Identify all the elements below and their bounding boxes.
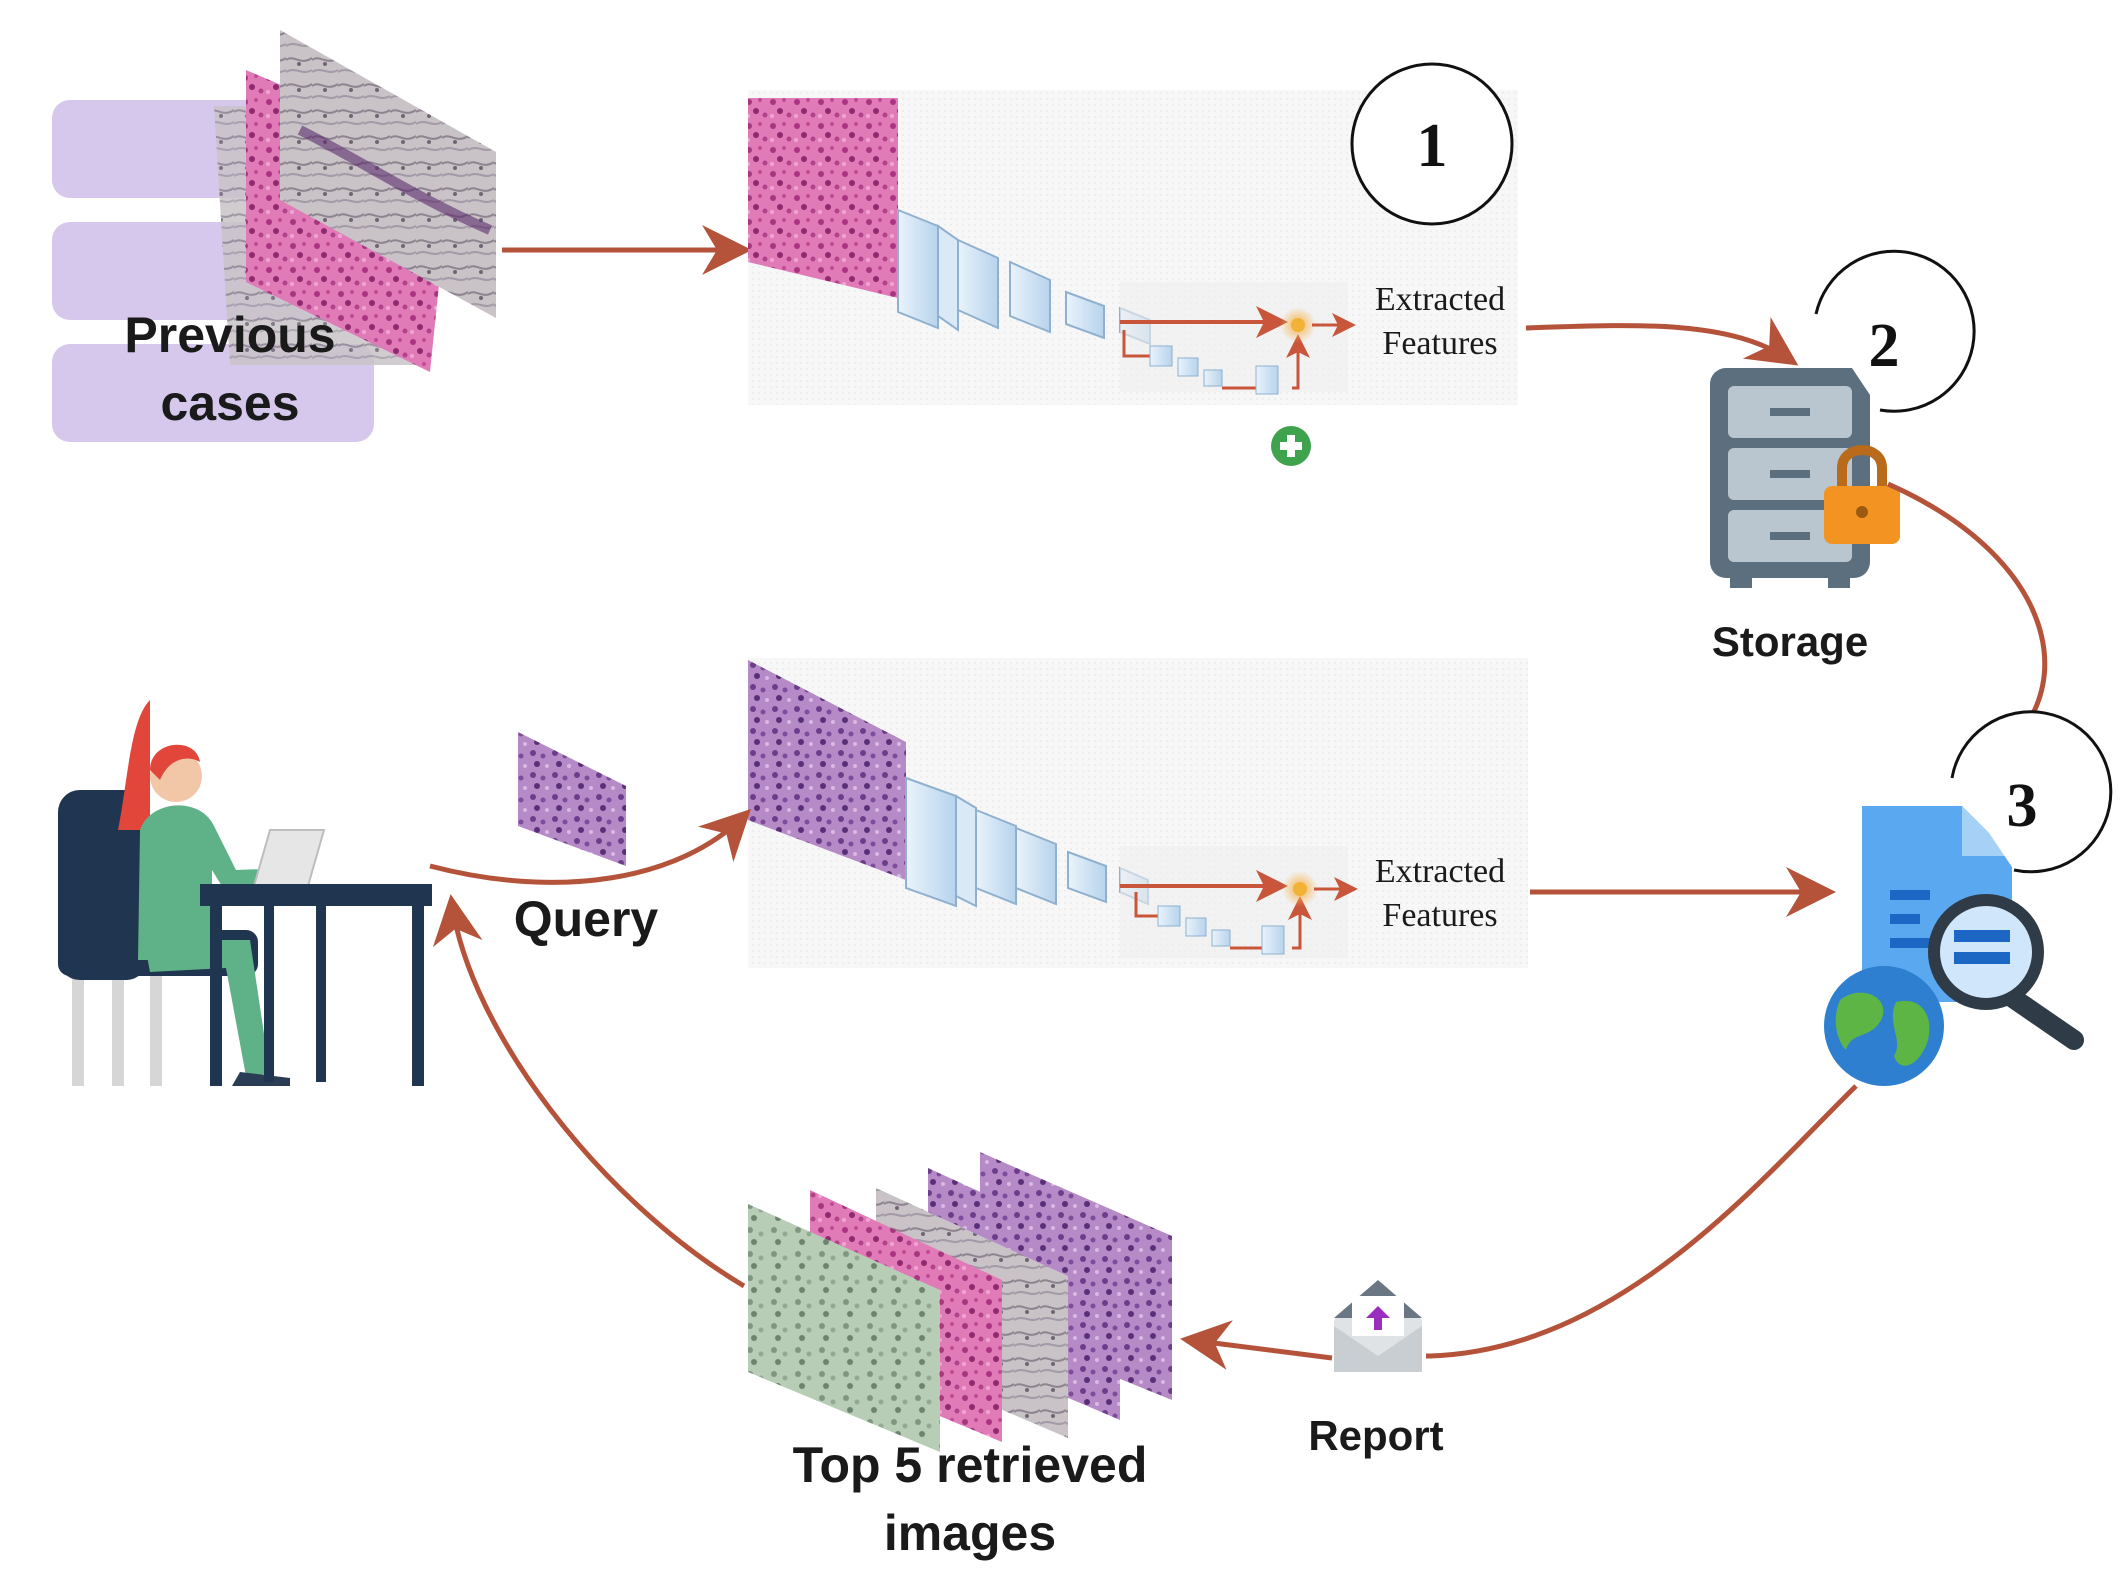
- envelope-icon: [1334, 1280, 1422, 1372]
- query-group: Query: [429, 732, 752, 947]
- previous-cases-box-3: [52, 344, 374, 442]
- previous-cases-label-line2: cases: [160, 375, 299, 431]
- extracted-features-top-line1: Extracted: [1375, 281, 1505, 318]
- extracted-features-bottom-line2: Features: [1382, 897, 1497, 934]
- plus-icon: [1271, 426, 1311, 466]
- arrow-results-to-user: [432, 894, 746, 1289]
- arrow-search-to-report: [1426, 1084, 1858, 1359]
- user-at-desk-icon: [58, 700, 432, 1086]
- step-2-circle: [1814, 249, 1976, 413]
- top5-label-line1: Top 5 retrieved: [793, 1437, 1148, 1493]
- lock-icon: [1824, 445, 1900, 544]
- extracted-features-top-line2: Features: [1382, 325, 1497, 362]
- search-group: 3: [1824, 710, 2113, 1086]
- query-label: Query: [514, 891, 659, 947]
- step-1-circle: [1350, 62, 1514, 226]
- previous-cases-label-line1: Previous: [124, 307, 335, 363]
- step-1-label: 1: [1417, 112, 1448, 180]
- report-group: Report: [1180, 1084, 1858, 1459]
- report-label: Report: [1308, 1412, 1443, 1459]
- storage-group: 2 Storage: [1710, 249, 1976, 665]
- arrow-user-to-cnn: [429, 808, 752, 885]
- result-image-1: [748, 1204, 940, 1452]
- query-image: [518, 732, 626, 866]
- cnn-network-icon: [748, 98, 1356, 395]
- cnn-network-top: 1 Extracted Features: [748, 62, 1518, 466]
- previous-cases-group: Previous cases: [52, 30, 496, 442]
- step-3-label: 3: [2007, 772, 2038, 840]
- arrow-features-to-storage: [1525, 317, 1799, 366]
- magnifier-icon: [1928, 894, 2084, 1050]
- laptop-icon: [252, 829, 326, 887]
- arrow-report-to-results: [1180, 1320, 1333, 1370]
- storage-label: Storage: [1712, 618, 1868, 665]
- step-2-label: 2: [1869, 312, 1900, 380]
- extracted-features-bottom-line1: Extracted: [1375, 853, 1505, 890]
- top5-label-line2: images: [884, 1505, 1056, 1561]
- cnn-network-bottom: Extracted Features: [748, 658, 1528, 968]
- stacked-slides-icon: [214, 30, 496, 372]
- top5-results-group: Top 5 retrieved images: [432, 894, 1172, 1561]
- globe-icon: [1824, 966, 1944, 1086]
- step-3-circle: [1950, 710, 2113, 874]
